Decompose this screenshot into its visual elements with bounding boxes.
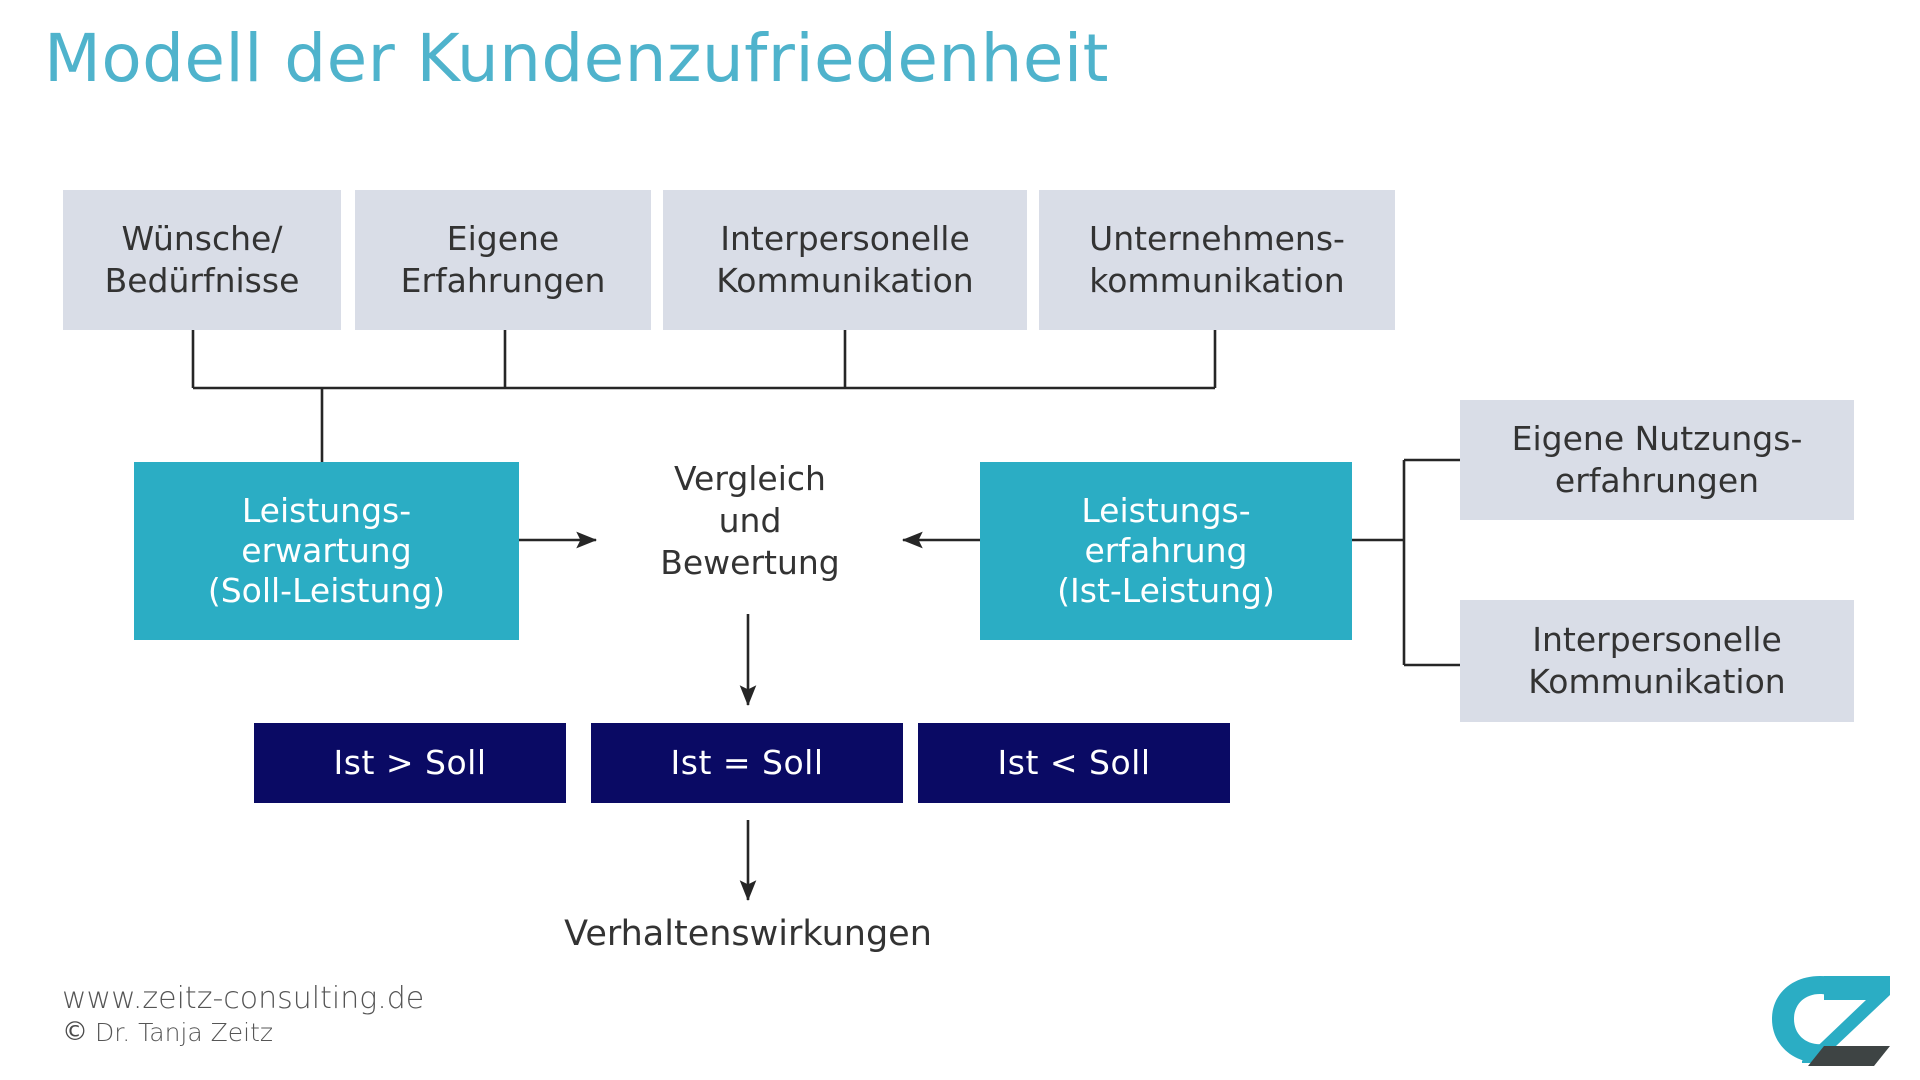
source-box-label: Eigene Nutzungs- erfahrungen bbox=[1511, 419, 1803, 500]
experience-box[interactable]: Leistungs- erfahrung (Ist-Leistung) bbox=[980, 462, 1352, 640]
input-box-label: Eigene Erfahrungen bbox=[400, 219, 606, 300]
footer: www.zeitz-consulting.de © Dr. Tanja Zeit… bbox=[62, 981, 425, 1048]
footer-author-name: Dr. Tanja Zeitz bbox=[95, 1017, 274, 1047]
input-box-label: Interpersonelle Kommunikation bbox=[716, 219, 974, 300]
input-box-label: Wünsche/ Bedürfnisse bbox=[104, 219, 300, 300]
source-box-interpersonelle-kommunikation[interactable]: Interpersonelle Kommunikation bbox=[1460, 600, 1854, 722]
footer-copyright-row: © Dr. Tanja Zeitz bbox=[62, 1017, 424, 1048]
input-box-unternehmenskommunikation[interactable]: Unternehmens- kommunikation bbox=[1039, 190, 1395, 330]
outcome-box-label: Ist < Soll bbox=[997, 743, 1151, 783]
footer-website-url[interactable]: www.zeitz-consulting.de bbox=[62, 981, 425, 1016]
expectation-box-label: Leistungs- erwartung (Soll-Leistung) bbox=[207, 490, 446, 611]
comparison-label: Vergleich und Bewertung bbox=[660, 459, 840, 583]
page-title: Modell der Kundenzufriedenheit bbox=[44, 20, 1109, 97]
outcome-box-ist-groesser-soll[interactable]: Ist > Soll bbox=[254, 723, 566, 803]
outcome-box-ist-gleich-soll[interactable]: Ist = Soll bbox=[591, 723, 903, 803]
outcome-box-label: Ist = Soll bbox=[670, 743, 824, 783]
experience-box-label: Leistungs- erfahrung (Ist-Leistung) bbox=[1057, 490, 1275, 611]
source-box-label: Interpersonelle Kommunikation bbox=[1528, 620, 1786, 701]
input-box-label: Unternehmens- kommunikation bbox=[1089, 219, 1345, 300]
outcome-box-ist-kleiner-soll[interactable]: Ist < Soll bbox=[918, 723, 1230, 803]
copyright-icon: © bbox=[62, 1017, 88, 1048]
outcome-box-label: Ist > Soll bbox=[333, 743, 487, 783]
input-box-eigene-erfahrungen[interactable]: Eigene Erfahrungen bbox=[355, 190, 651, 330]
effect-label: Verhaltenswirkungen bbox=[564, 914, 932, 954]
source-box-eigene-nutzungserfahrungen[interactable]: Eigene Nutzungs- erfahrungen bbox=[1460, 400, 1854, 520]
expectation-box[interactable]: Leistungs- erwartung (Soll-Leistung) bbox=[134, 462, 519, 640]
input-box-interpersonelle-kommunikation[interactable]: Interpersonelle Kommunikation bbox=[663, 190, 1027, 330]
cz-logo bbox=[1772, 976, 1890, 1066]
input-box-wuensche-beduerfnisse[interactable]: Wünsche/ Bedürfnisse bbox=[63, 190, 341, 330]
